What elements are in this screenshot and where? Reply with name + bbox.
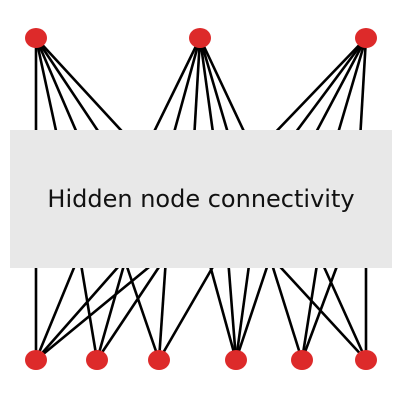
edge-top-1-5	[35, 37, 131, 141]
edge-bottom-6-1	[271, 257, 367, 361]
edge-top-3-4	[334, 37, 368, 141]
top-node-1	[25, 28, 47, 48]
edge-bottom-1-2	[34, 257, 80, 361]
edge-bottom-1-3	[35, 257, 127, 361]
edge-top-2-4	[198, 37, 216, 141]
edge-top-1-2	[34, 37, 60, 141]
edge-bottom-1-4	[35, 256, 161, 362]
edge-top-1-4	[34, 37, 106, 141]
edge-bottom-6-2	[318, 257, 368, 361]
edge-top-3-3	[310, 37, 368, 141]
edge-bottom-3-1	[122, 257, 161, 361]
hidden-region-overlay: Hidden node connectivity	[10, 130, 392, 268]
edge-bottom-4-1	[206, 257, 238, 361]
top-node-2	[189, 28, 211, 48]
edge-top-2-5	[198, 37, 232, 141]
edge-top-3-1	[267, 37, 367, 141]
edge-bottom-4-4	[234, 257, 272, 361]
bottom-node-6	[355, 350, 377, 370]
edge-top-3-5	[358, 37, 368, 141]
bottom-node-4	[225, 350, 247, 370]
edge-top-2-1	[148, 37, 202, 141]
edge-bottom-4-3	[234, 257, 252, 361]
bottom-node-5	[291, 350, 313, 370]
bottom-node-3	[148, 350, 170, 370]
edge-top-2-6	[198, 37, 250, 141]
bottom-node-1	[25, 350, 47, 370]
upper-edges	[34, 37, 368, 141]
edge-bottom-3-2	[157, 257, 168, 361]
edge-bottom-5-2	[300, 257, 320, 361]
lower-edges	[34, 256, 368, 362]
edge-top-3-2	[288, 37, 368, 141]
edge-bottom-2-2	[95, 257, 128, 361]
node-layer	[25, 28, 377, 370]
edge-top-1-3	[34, 37, 82, 141]
edge-bottom-4-2	[226, 257, 238, 361]
edge-bottom-2-3	[95, 257, 167, 361]
bottom-node-2	[86, 350, 108, 370]
overlay-label: Hidden node connectivity	[47, 185, 355, 213]
edge-bottom-5-1	[268, 257, 304, 361]
edge-top-2-2	[170, 37, 202, 141]
edge-bottom-5-3	[300, 257, 342, 361]
edge-bottom-3-3	[157, 257, 220, 361]
top-node-3	[355, 28, 377, 48]
edge-bottom-2-1	[78, 257, 99, 361]
edge-top-2-3	[192, 37, 202, 141]
